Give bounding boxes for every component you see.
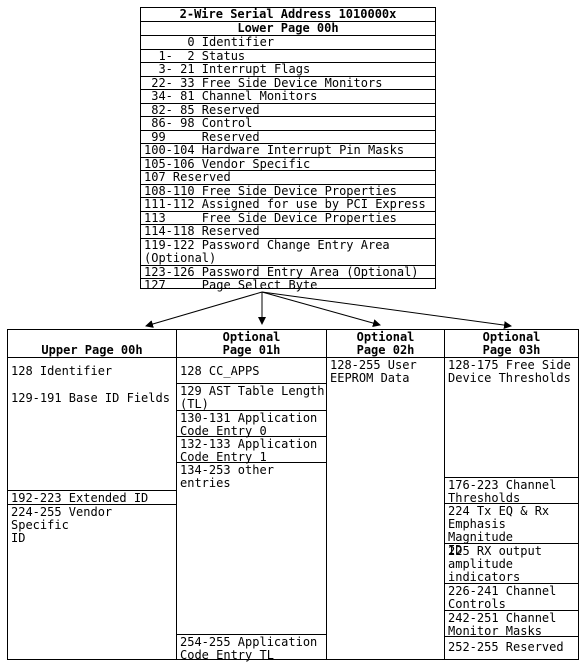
page-02h-optional-label: Optional <box>356 330 415 344</box>
lower-row: 0 Identifier <box>141 36 435 50</box>
page-02h-header: Page 02h <box>356 343 415 357</box>
page-03h-cell: 224 Tx EQ & Rx Emphasis Magnitude ID <box>445 503 578 557</box>
lower-row: 127 Page Select Byte <box>144 278 318 292</box>
page-02h-cell: 128-255 User EEPROM Data <box>330 358 417 385</box>
lower-row: 86- 98 Control <box>141 117 435 131</box>
page-03h-header: Page 03h <box>482 343 541 357</box>
page-03h-cell: 176-223 Channel Thresholds <box>445 477 578 505</box>
arrow-to-page-02h <box>261 291 381 327</box>
lower-row: 123-126 Password Entry Area (Optional) <box>141 266 435 279</box>
page-01h-cell: 129 AST Table Length (TL) <box>177 383 326 411</box>
lower-row: 119-122 Password Change Entry Area (Opti… <box>141 239 435 266</box>
upper-page-00h-cell: 224-255 Vendor Specific ID <box>8 504 176 545</box>
page-03h-cell: 225 RX output amplitude indicators <box>445 543 578 584</box>
page-01h-cell: 134-253 other entries <box>177 462 326 490</box>
lower-row: 105-106 Vendor Specific <box>141 158 435 171</box>
lower-row: 99 Reserved <box>141 131 435 144</box>
upper-page-00h-cell: 192-223 Extended ID <box>8 490 176 505</box>
upper-page-00h-header: Upper Page 00h <box>41 343 143 357</box>
lower-row: 3- 21 Interrupt Flags <box>141 63 435 77</box>
lower-row: 111-112 Assigned for use by PCI Express <box>141 198 435 212</box>
lower-row: 107 Reserved <box>141 171 435 185</box>
page-01h-header: Page 01h <box>222 343 281 357</box>
lower-title: 2-Wire Serial Address 1010000x <box>141 8 435 22</box>
lower-row: 1- 2 Status <box>141 50 435 63</box>
page-03h-optional-label: Optional <box>482 330 541 344</box>
page-01h-cell: 132-133 Application Code Entry 1 <box>177 436 326 464</box>
lower-row: 22- 33 Free Side Device Monitors <box>141 77 435 90</box>
upper-page-00h-cell: 128 Identifier <box>11 364 113 378</box>
lower-row: 82- 85 Reserved <box>141 104 435 117</box>
page-03h-cell: 252-255 Reserved <box>445 636 578 654</box>
lower-row: 114-118 Reserved <box>141 225 435 239</box>
lower-row: 34- 81 Channel Monitors <box>141 90 435 104</box>
page-01h-cell: 254-255 Application Code Entry TL <box>177 634 326 662</box>
page-01h-cell: 130-131 Application Code Entry 0 <box>177 410 326 438</box>
upper-page-00h-cell: 129-191 Base ID Fields <box>11 391 170 405</box>
arrow-to-page-03h <box>261 291 512 330</box>
arrow-to-upper-page-00h <box>145 291 263 328</box>
page-01h-optional-label: Optional <box>222 330 281 344</box>
page-arrows <box>145 291 512 330</box>
lower-row: 100-104 Hardware Interrupt Pin Masks <box>141 144 435 158</box>
upper-pages-table: Upper Page 00h 128 Identifier 129-191 Ba… <box>7 329 579 662</box>
page-01h-cell: 128 CC_APPS <box>180 364 260 378</box>
lower-page-table: 2-Wire Serial Address 1010000x Lower Pag… <box>140 7 436 292</box>
page-03h-cell: 242-251 Channel Monitor Masks <box>445 610 578 638</box>
page-03h-cell: 128-175 Free Side Device Thresholds <box>448 358 571 385</box>
lower-subtitle: Lower Page 00h <box>141 22 435 36</box>
lower-row: 113 Free Side Device Properties <box>141 212 435 225</box>
lower-row: 108-110 Free Side Device Properties <box>141 185 435 198</box>
page-03h-cell: 226-241 Channel Controls <box>445 583 578 611</box>
